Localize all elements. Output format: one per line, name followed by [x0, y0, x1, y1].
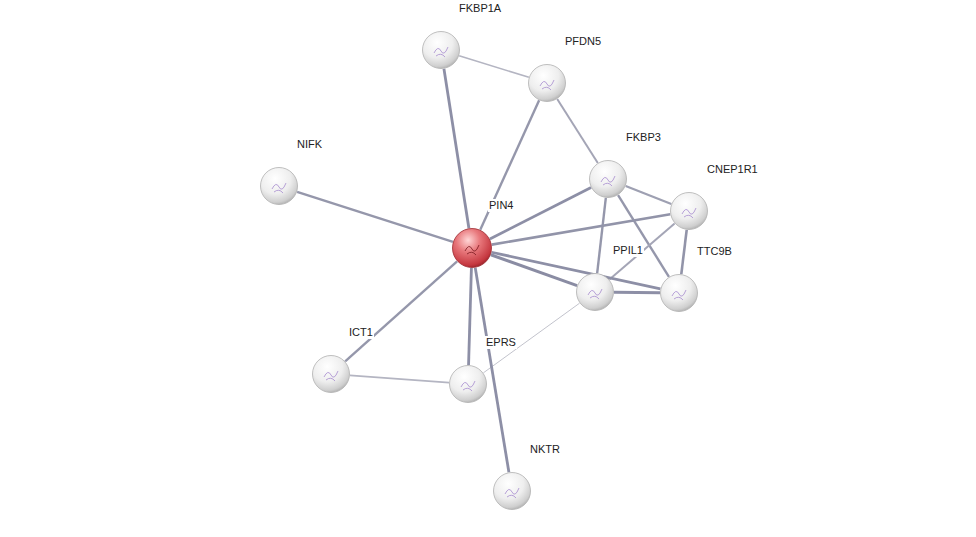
interaction-edge — [491, 255, 577, 286]
protein-sphere — [422, 31, 460, 69]
structure-icon — [272, 183, 286, 193]
structure-icon — [682, 208, 696, 218]
protein-node: CNEP1R1 — [670, 192, 708, 230]
interaction-edge — [469, 268, 472, 365]
node-label: PFDN5 — [564, 35, 602, 48]
structure-icon — [540, 80, 554, 90]
interaction-edge — [681, 230, 686, 274]
interaction-edge — [483, 303, 579, 373]
protein-sphere — [312, 355, 350, 393]
sphere-outline — [577, 274, 614, 311]
sphere-outline — [450, 366, 487, 403]
structure-icon — [505, 488, 519, 498]
structure-icon — [461, 381, 475, 391]
protein-sphere — [449, 365, 487, 403]
sphere-outline — [453, 229, 492, 268]
sphere-outline — [261, 168, 298, 205]
protein-sphere — [452, 228, 492, 268]
sphere-outline — [590, 161, 627, 198]
protein-node: EPRS — [449, 365, 487, 403]
protein-node: NIFK — [260, 167, 298, 205]
protein-node: ICT1 — [312, 355, 350, 393]
structure-icon — [601, 176, 615, 186]
interaction-edge — [345, 261, 457, 361]
node-label: TTC9B — [696, 245, 733, 258]
interaction-edge — [492, 252, 661, 289]
sphere-outline — [529, 65, 566, 102]
sphere-outline — [494, 473, 531, 510]
protein-node: PIN4 — [452, 228, 492, 268]
node-label: PPIL1 — [612, 244, 644, 257]
interaction-edge — [480, 100, 539, 229]
protein-node: TTC9B — [660, 274, 698, 312]
node-label: CNEP1R1 — [706, 163, 759, 176]
structure-icon — [588, 289, 602, 299]
protein-sphere — [576, 273, 614, 311]
protein-sphere — [589, 160, 627, 198]
protein-node: NKTR — [493, 472, 531, 510]
protein-node: FKBP3 — [589, 160, 627, 198]
structure-icon — [465, 245, 479, 255]
interaction-edge — [614, 291, 660, 294]
protein-sphere — [260, 167, 298, 205]
sphere-outline — [671, 193, 708, 230]
interaction-edge — [350, 375, 449, 382]
interaction-edge — [492, 214, 671, 244]
sphere-outline — [313, 356, 350, 393]
structure-icon — [434, 47, 448, 57]
node-label: NKTR — [529, 443, 561, 456]
interaction-edge — [297, 192, 453, 242]
sphere-outline — [423, 32, 460, 69]
protein-node: FKBP1A — [422, 31, 460, 69]
sphere-outline — [661, 275, 698, 312]
interaction-edge — [597, 198, 606, 273]
node-label: NIFK — [296, 138, 323, 151]
structure-icon — [672, 290, 686, 300]
node-label: EPRS — [485, 336, 517, 349]
protein-sphere — [528, 64, 566, 102]
protein-sphere — [660, 274, 698, 312]
protein-sphere — [670, 192, 708, 230]
interaction-edge — [459, 56, 529, 78]
interaction-edge — [609, 223, 674, 279]
protein-node: PPIL1 — [576, 273, 614, 311]
node-label: FKBP3 — [625, 131, 662, 144]
node-label: PIN4 — [488, 199, 514, 212]
node-label: ICT1 — [348, 326, 374, 339]
protein-sphere — [493, 472, 531, 510]
interaction-edge — [557, 99, 598, 163]
interaction-edge — [626, 186, 672, 204]
node-label: FKBP1A — [458, 2, 502, 15]
protein-node: PFDN5 — [528, 64, 566, 102]
structure-icon — [324, 371, 338, 381]
interaction-edge — [444, 69, 469, 228]
